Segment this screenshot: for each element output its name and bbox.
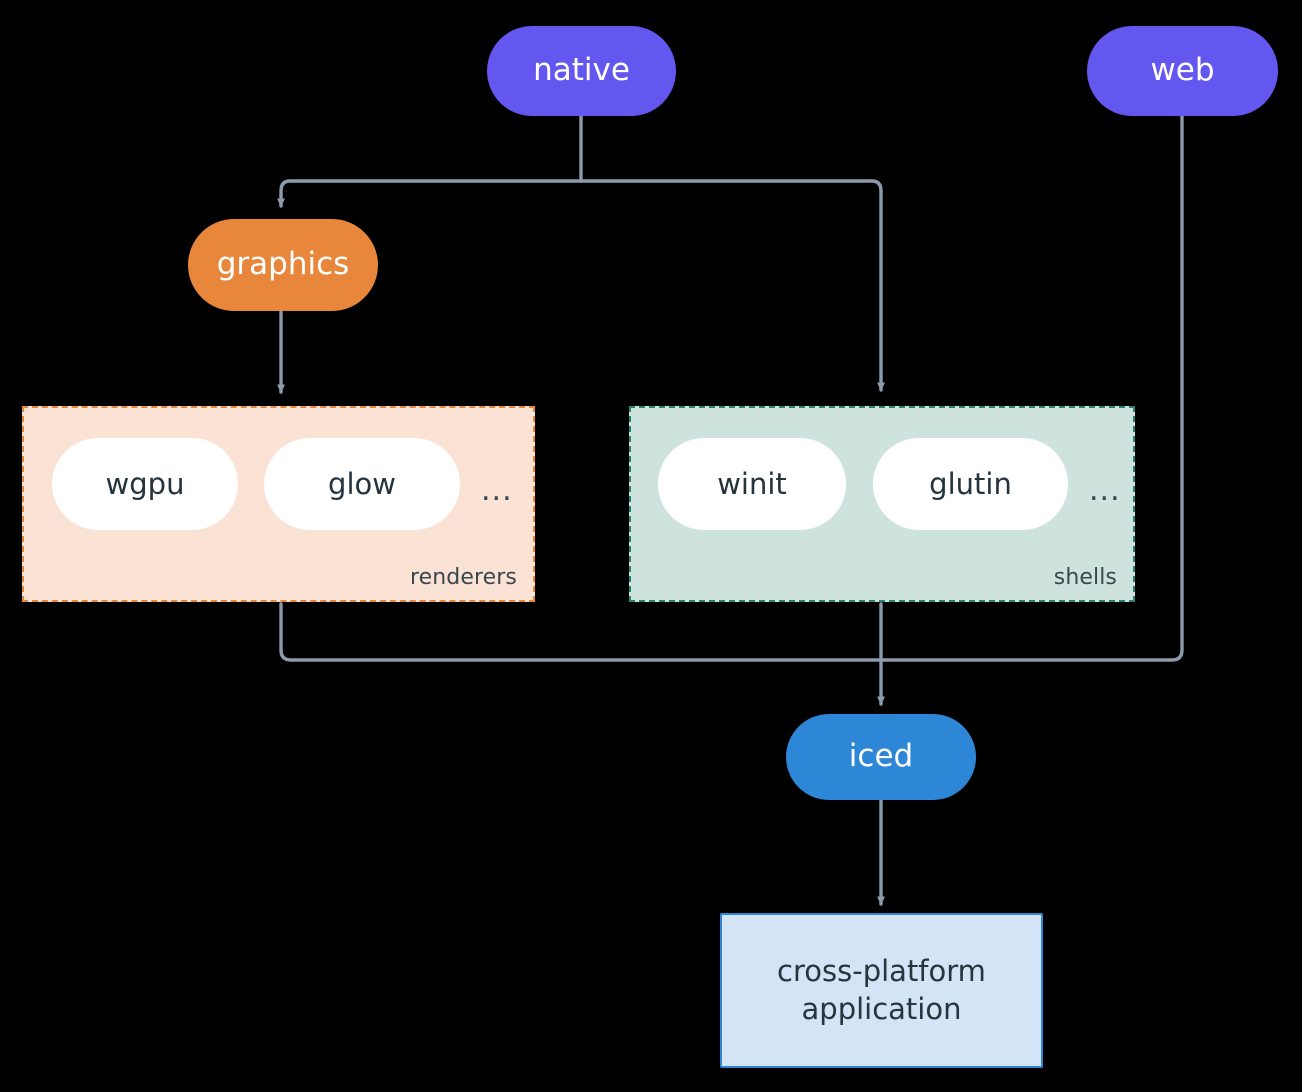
node-application-label-line1: cross-platform bbox=[777, 954, 986, 989]
edge-renderers-to-iced bbox=[279, 602, 883, 662]
renderers-overflow-ellipsis: ... bbox=[481, 473, 513, 508]
group-shells: winit glutin ... shells bbox=[629, 406, 1135, 602]
node-application-label-line2: application bbox=[801, 991, 962, 1026]
leaf-glutin-label: glutin bbox=[929, 467, 1012, 501]
node-native[interactable]: native bbox=[487, 26, 676, 116]
edge-native-to-graphics bbox=[277, 179, 583, 208]
group-renderers: wgpu glow ... renderers bbox=[22, 406, 535, 602]
leaf-glutin[interactable]: glutin bbox=[873, 438, 1068, 530]
node-web[interactable]: web bbox=[1087, 26, 1278, 116]
group-renderers-label: renderers bbox=[409, 565, 517, 590]
node-iced[interactable]: iced bbox=[786, 714, 976, 800]
leaf-winit[interactable]: winit bbox=[658, 438, 846, 530]
leaf-winit-label: winit bbox=[717, 467, 787, 501]
leaf-wgpu[interactable]: wgpu bbox=[52, 438, 238, 530]
leaf-glow-label: glow bbox=[328, 467, 396, 501]
node-graphics[interactable]: graphics bbox=[188, 219, 378, 311]
node-iced-label: iced bbox=[848, 738, 914, 775]
node-application[interactable]: cross-platform application bbox=[720, 913, 1043, 1068]
node-native-label: native bbox=[533, 52, 630, 89]
node-web-label: web bbox=[1150, 52, 1215, 89]
node-graphics-label: graphics bbox=[216, 246, 350, 283]
edge-native-to-shells bbox=[579, 179, 885, 392]
leaf-wgpu-label: wgpu bbox=[105, 467, 185, 501]
leaf-glow[interactable]: glow bbox=[264, 438, 460, 530]
shells-overflow-ellipsis: ... bbox=[1089, 473, 1121, 508]
group-shells-label: shells bbox=[1053, 565, 1117, 590]
